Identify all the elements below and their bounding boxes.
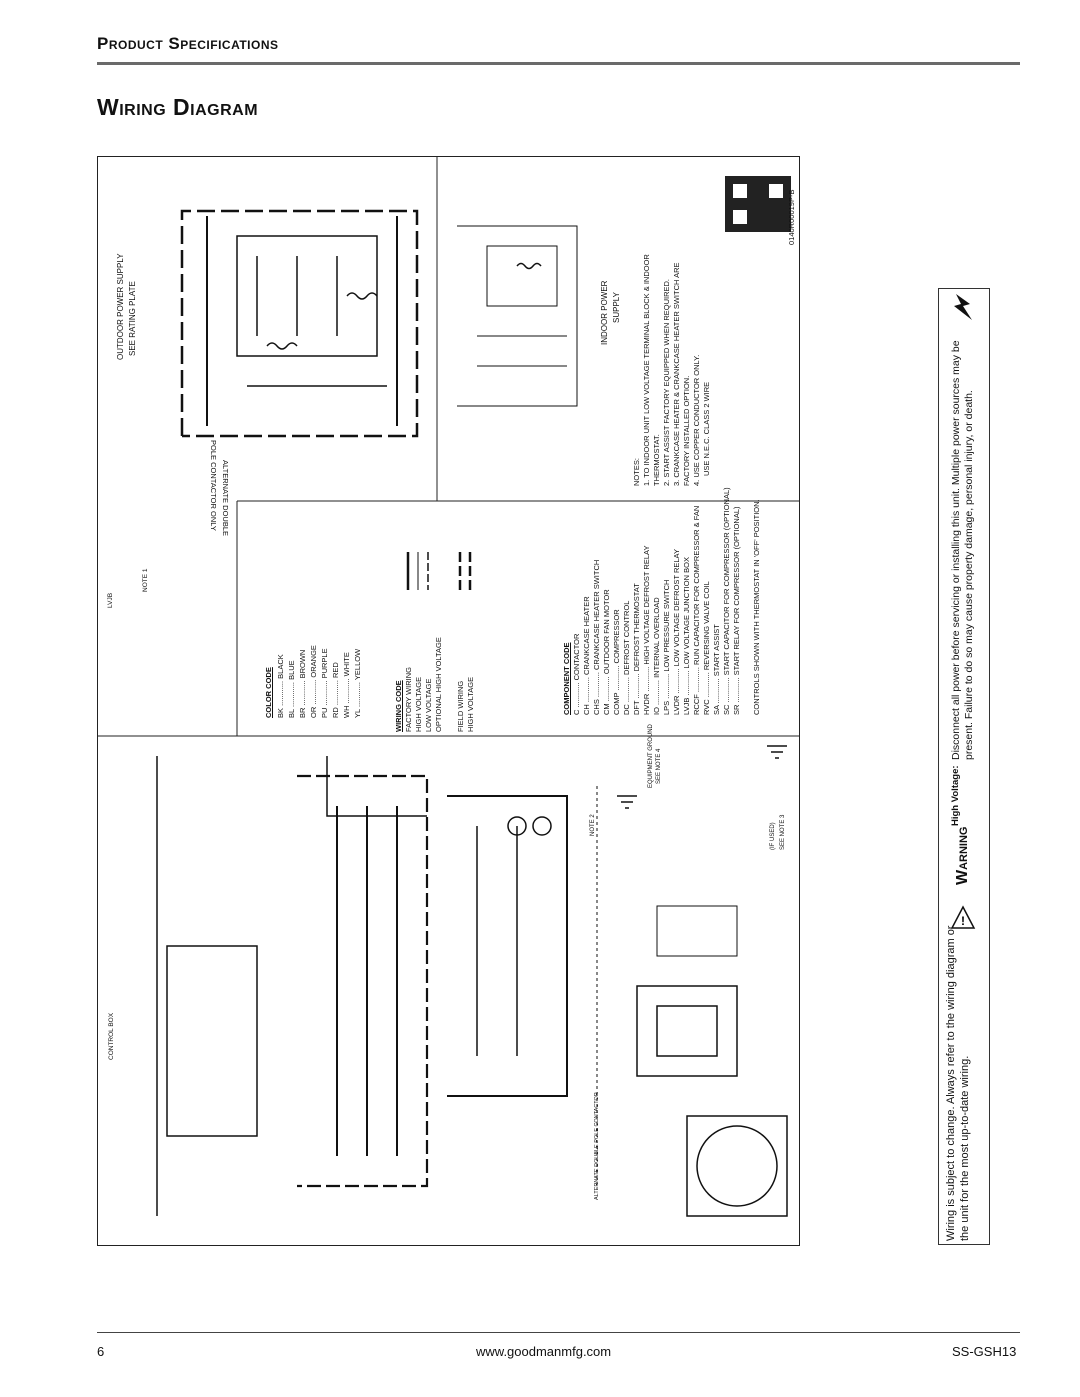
note-3-cont: FACTORY INSTALLED OPTION. (682, 375, 691, 486)
footer-website[interactable]: www.goodmanmfg.com (476, 1344, 612, 1359)
rating-plate-label: SEE RATING PLATE (128, 281, 137, 356)
color-code-br: BR ............ BROWN (298, 649, 307, 718)
note-1: 1. TO INDOOR UNIT LOW VOLTAGE TERMINAL B… (642, 254, 651, 486)
component-io: IO ............ INTERNAL OVERLOAD (652, 597, 661, 715)
see-note3-label: SEE NOTE 3 (780, 814, 786, 850)
wiring-code-line-samples (406, 552, 472, 590)
component-cm: CM ............ OUTDOOR FAN MOTOR (602, 589, 611, 715)
wiring-code-field-high: HIGH VOLTAGE (466, 676, 475, 732)
notes-title: NOTES: (632, 458, 641, 486)
component-c: C ............ CONTACTOR (572, 633, 581, 715)
wiring-diagram (97, 156, 800, 1246)
wiring-code-optional: OPTIONAL HIGH VOLTAGE (434, 637, 443, 732)
wiring-code-low: LOW VOLTAGE (424, 678, 433, 732)
component-dc: DC ............ DEFROST CONTROL (622, 600, 631, 715)
svg-text:!: ! (961, 914, 965, 928)
page-title: Wiring Diagram (97, 94, 259, 120)
component-sa: SA ............ START ASSIST (712, 624, 721, 715)
note-class2: USE N.E.C. CLASS 2 WIRE (702, 381, 711, 476)
alt-contactor-label-1: ALTERNATE DOUBLE (221, 460, 230, 536)
color-code-yl: YL ............ YELLOW (353, 648, 362, 718)
if-used-label: (IF USED) (770, 822, 776, 850)
high-voltage-icon (954, 294, 972, 320)
wiring-code-high: HIGH VOLTAGE (414, 676, 423, 732)
component-dft: DFT ............ DEFROST THERMOSTAT (632, 583, 641, 715)
controls-note: CONTROLS SHOWN WITH THERMOSTAT IN 'OFF' … (752, 499, 761, 715)
alternate-contactor-label: ALTERNATE DOUBLE POLE CONTACTOR (594, 1092, 600, 1200)
page-number: 6 (97, 1344, 105, 1359)
component-ch: CH ............ CRANKCASE HEATER (582, 596, 591, 715)
indoor-power-label: INDOOR POWER (600, 280, 609, 345)
warning-triangle-icon: ! (950, 905, 976, 929)
note-3: 3. CRANKCASE HEATER & CRANKCASE HEATER S… (672, 262, 681, 486)
note-2: 2. START ASSIST FACTORY EQUIPPED WHEN RE… (662, 279, 671, 486)
equipment-ground-label: EQUIPMENT GROUND (648, 724, 654, 788)
component-rccf: RCCF ............ RUN CAPACITOR FOR COMP… (692, 505, 701, 715)
component-lvdr: LVDR ............ LOW VOLTAGE DEFROST RE… (672, 548, 681, 715)
component-code-title: COMPONENT CODE (562, 642, 571, 715)
component-lps: LPS ............ LOW PRESSURE SWITCH (662, 579, 671, 715)
color-code-bk: BK ............ BLACK (276, 654, 285, 718)
color-code-rd: RD ............ RED (331, 662, 340, 718)
wiring-code-factory: FACTORY WIRING (404, 666, 413, 732)
note-4: 4. USE COPPER CONDUCTOR ONLY. (692, 354, 701, 486)
footer-rule (97, 1332, 1020, 1333)
section-header: Product Specifications (97, 34, 279, 53)
component-hvdr: HVDR ............ HIGH VOLTAGE DEFROST R… (642, 545, 651, 715)
wiring-code-title: WIRING CODE (394, 680, 403, 732)
warning-lead: High Voltage: (950, 765, 961, 826)
lvjb-label: LVJB (107, 592, 114, 608)
alt-contactor-label-2: POLE CONTACTOR ONLY (209, 440, 218, 531)
color-code-pu: PU ............ PURPLE (320, 648, 329, 718)
note1-label: NOTE 1 (142, 568, 149, 592)
doc-code: SS-GSH13 (952, 1344, 1017, 1359)
warning-heading: Warning (954, 826, 971, 886)
color-code-wh: WH ............ WHITE (342, 652, 351, 718)
header-rule (97, 62, 1020, 65)
note2-label: NOTE 2 (590, 814, 596, 836)
supply-label: SUPPLY (612, 292, 621, 323)
component-lvjb: LVJB ............ LOW VOLTAGE JUNCTION B… (682, 557, 691, 715)
component-sr: SR ............ START RELAY FOR COMPRESS… (732, 506, 741, 715)
color-code-or: OR ............ ORANGE (309, 645, 318, 718)
color-code-title: COLOR CODE (264, 667, 273, 718)
warning-box (938, 288, 990, 1245)
control-box-label: CONTROL BOX (108, 1012, 115, 1060)
note-1-cont: THERMOSTAT. (652, 434, 661, 486)
outdoor-supply-label: OUTDOOR POWER SUPPLY (116, 253, 125, 360)
doc-number: 0140R00019P-B (787, 189, 796, 245)
component-comp: COMP ............ COMPRESSOR (612, 609, 621, 715)
component-sc: SC ............ START CAPACITOR FOR COMP… (722, 487, 731, 715)
component-rvc: RVC ............ REVERSING VALVE COIL (702, 581, 711, 715)
wiring-notice: Wiring is subject to change. Always refe… (945, 925, 971, 1241)
see-note4-label: SEE NOTE 4 (656, 748, 662, 784)
color-code-bl: BL ............ BLUE (287, 660, 296, 718)
warning-text: Disconnect all power before servicing or… (950, 340, 975, 760)
component-chs: CHS ............ CRANKCASE HEATER SWITCH (592, 559, 601, 715)
wiring-code-field: FIELD WIRING (456, 680, 465, 732)
